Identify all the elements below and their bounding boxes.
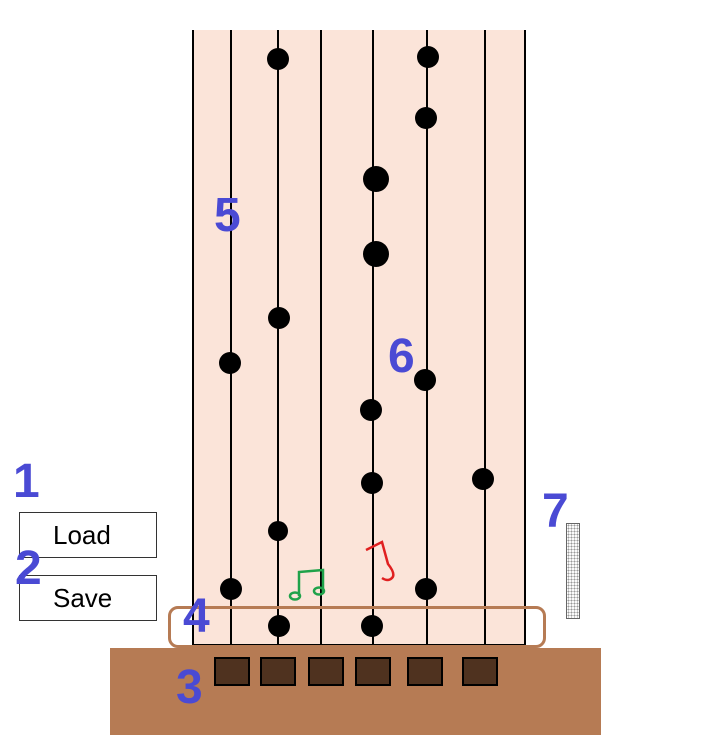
red-music-note-icon xyxy=(365,540,395,582)
falling-note xyxy=(415,107,437,129)
piano-key-4[interactable] xyxy=(355,657,391,686)
annotation-6: 6 xyxy=(388,330,415,383)
falling-note xyxy=(361,615,383,637)
annotation-1: 1 xyxy=(13,455,40,508)
highway-left-edge xyxy=(192,30,194,645)
falling-note xyxy=(414,369,436,391)
falling-note xyxy=(363,166,389,192)
hit-zone xyxy=(168,606,546,648)
falling-note xyxy=(268,521,288,541)
falling-note xyxy=(220,578,242,600)
falling-note xyxy=(361,472,383,494)
lane-line-1 xyxy=(230,30,232,645)
note-highway xyxy=(193,30,525,645)
annotation-5: 5 xyxy=(214,189,241,242)
annotation-3: 3 xyxy=(176,661,203,714)
speed-slider[interactable] xyxy=(566,523,580,619)
falling-note xyxy=(415,578,437,600)
annotation-7: 7 xyxy=(542,485,569,538)
green-music-note-icon xyxy=(288,568,326,601)
lane-line-4 xyxy=(372,30,374,645)
falling-note xyxy=(363,241,389,267)
falling-note xyxy=(417,46,439,68)
annotation-2: 2 xyxy=(15,542,42,595)
falling-note xyxy=(268,307,290,329)
lane-line-2 xyxy=(277,30,279,645)
falling-note xyxy=(472,468,494,490)
falling-note xyxy=(360,399,382,421)
annotation-4: 4 xyxy=(183,590,210,643)
lane-line-6 xyxy=(484,30,486,645)
piano-key-5[interactable] xyxy=(407,657,443,686)
falling-note xyxy=(219,352,241,374)
highway-right-edge xyxy=(524,30,526,645)
piano-key-1[interactable] xyxy=(214,657,250,686)
load-button[interactable]: Load xyxy=(19,512,157,558)
piano-key-3[interactable] xyxy=(308,657,344,686)
falling-note xyxy=(267,48,289,70)
piano-key-2[interactable] xyxy=(260,657,296,686)
lane-line-3 xyxy=(320,30,322,645)
save-button[interactable]: Save xyxy=(19,575,157,621)
falling-note xyxy=(268,615,290,637)
piano-key-6[interactable] xyxy=(462,657,498,686)
lane-line-5 xyxy=(426,30,428,645)
